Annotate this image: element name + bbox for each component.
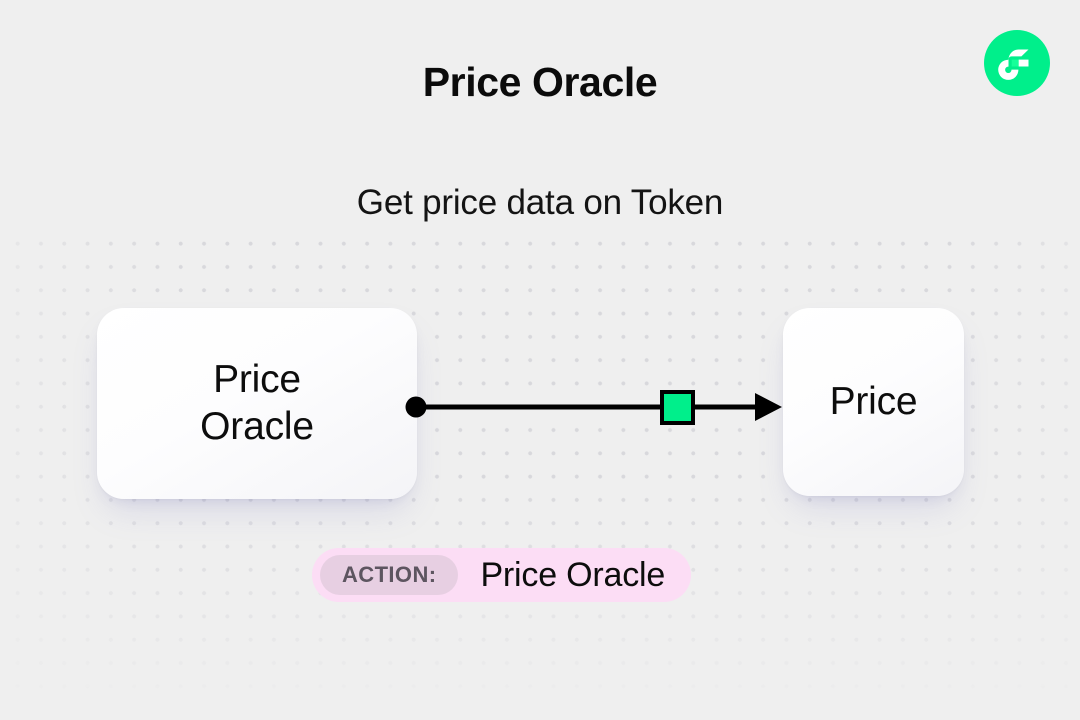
page-title: Price Oracle (422, 59, 658, 105)
node-price-oracle-label: Price Oracle (200, 358, 314, 448)
status-badge: ACTION: Price Oracle (312, 548, 692, 602)
flow-logo-icon (984, 30, 1050, 96)
action-badge-prefix: ACTION: (320, 555, 459, 595)
edge-price-oracle-to-price (395, 380, 805, 436)
node-price-oracle[interactable]: Price Oracle (97, 308, 417, 499)
action-badge-value: Price Oracle (480, 555, 666, 594)
edge-green-square-icon (660, 390, 695, 425)
page-subtitle: Get price data on Token (356, 183, 724, 222)
node-price-label: Price (829, 379, 918, 423)
node-price[interactable]: Price (783, 308, 964, 496)
arrowhead-icon (755, 393, 782, 421)
